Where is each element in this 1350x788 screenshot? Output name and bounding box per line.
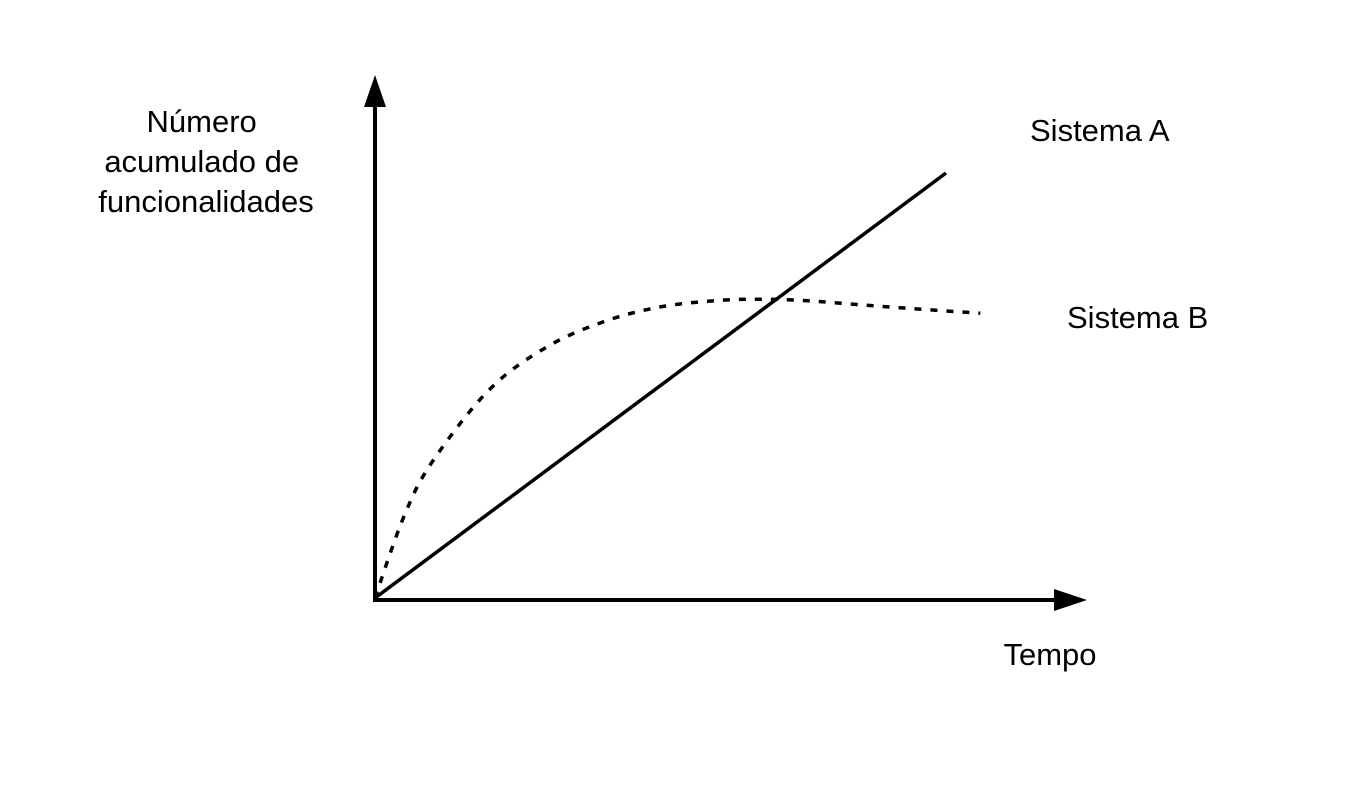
y-axis-label-line-1: Número <box>147 104 257 139</box>
series-line-sistema-b <box>373 297 981 599</box>
series-label-sistema-b: Sistema B <box>1067 300 1208 335</box>
series-line-sistema-a <box>373 171 948 600</box>
y-axis-arrow-icon <box>364 75 386 107</box>
y-axis-label: Número acumulado de funcionalidades <box>98 104 313 219</box>
series-label-sistema-a: Sistema A <box>1030 113 1170 148</box>
y-axis-label-line-3: funcionalidades <box>98 184 313 219</box>
x-axis-arrow-icon <box>1054 589 1087 611</box>
x-axis-label: Tempo <box>1003 637 1096 672</box>
y-axis-label-line-2: acumulado de <box>104 144 299 179</box>
series-layer <box>373 171 981 600</box>
axes <box>364 75 1087 611</box>
